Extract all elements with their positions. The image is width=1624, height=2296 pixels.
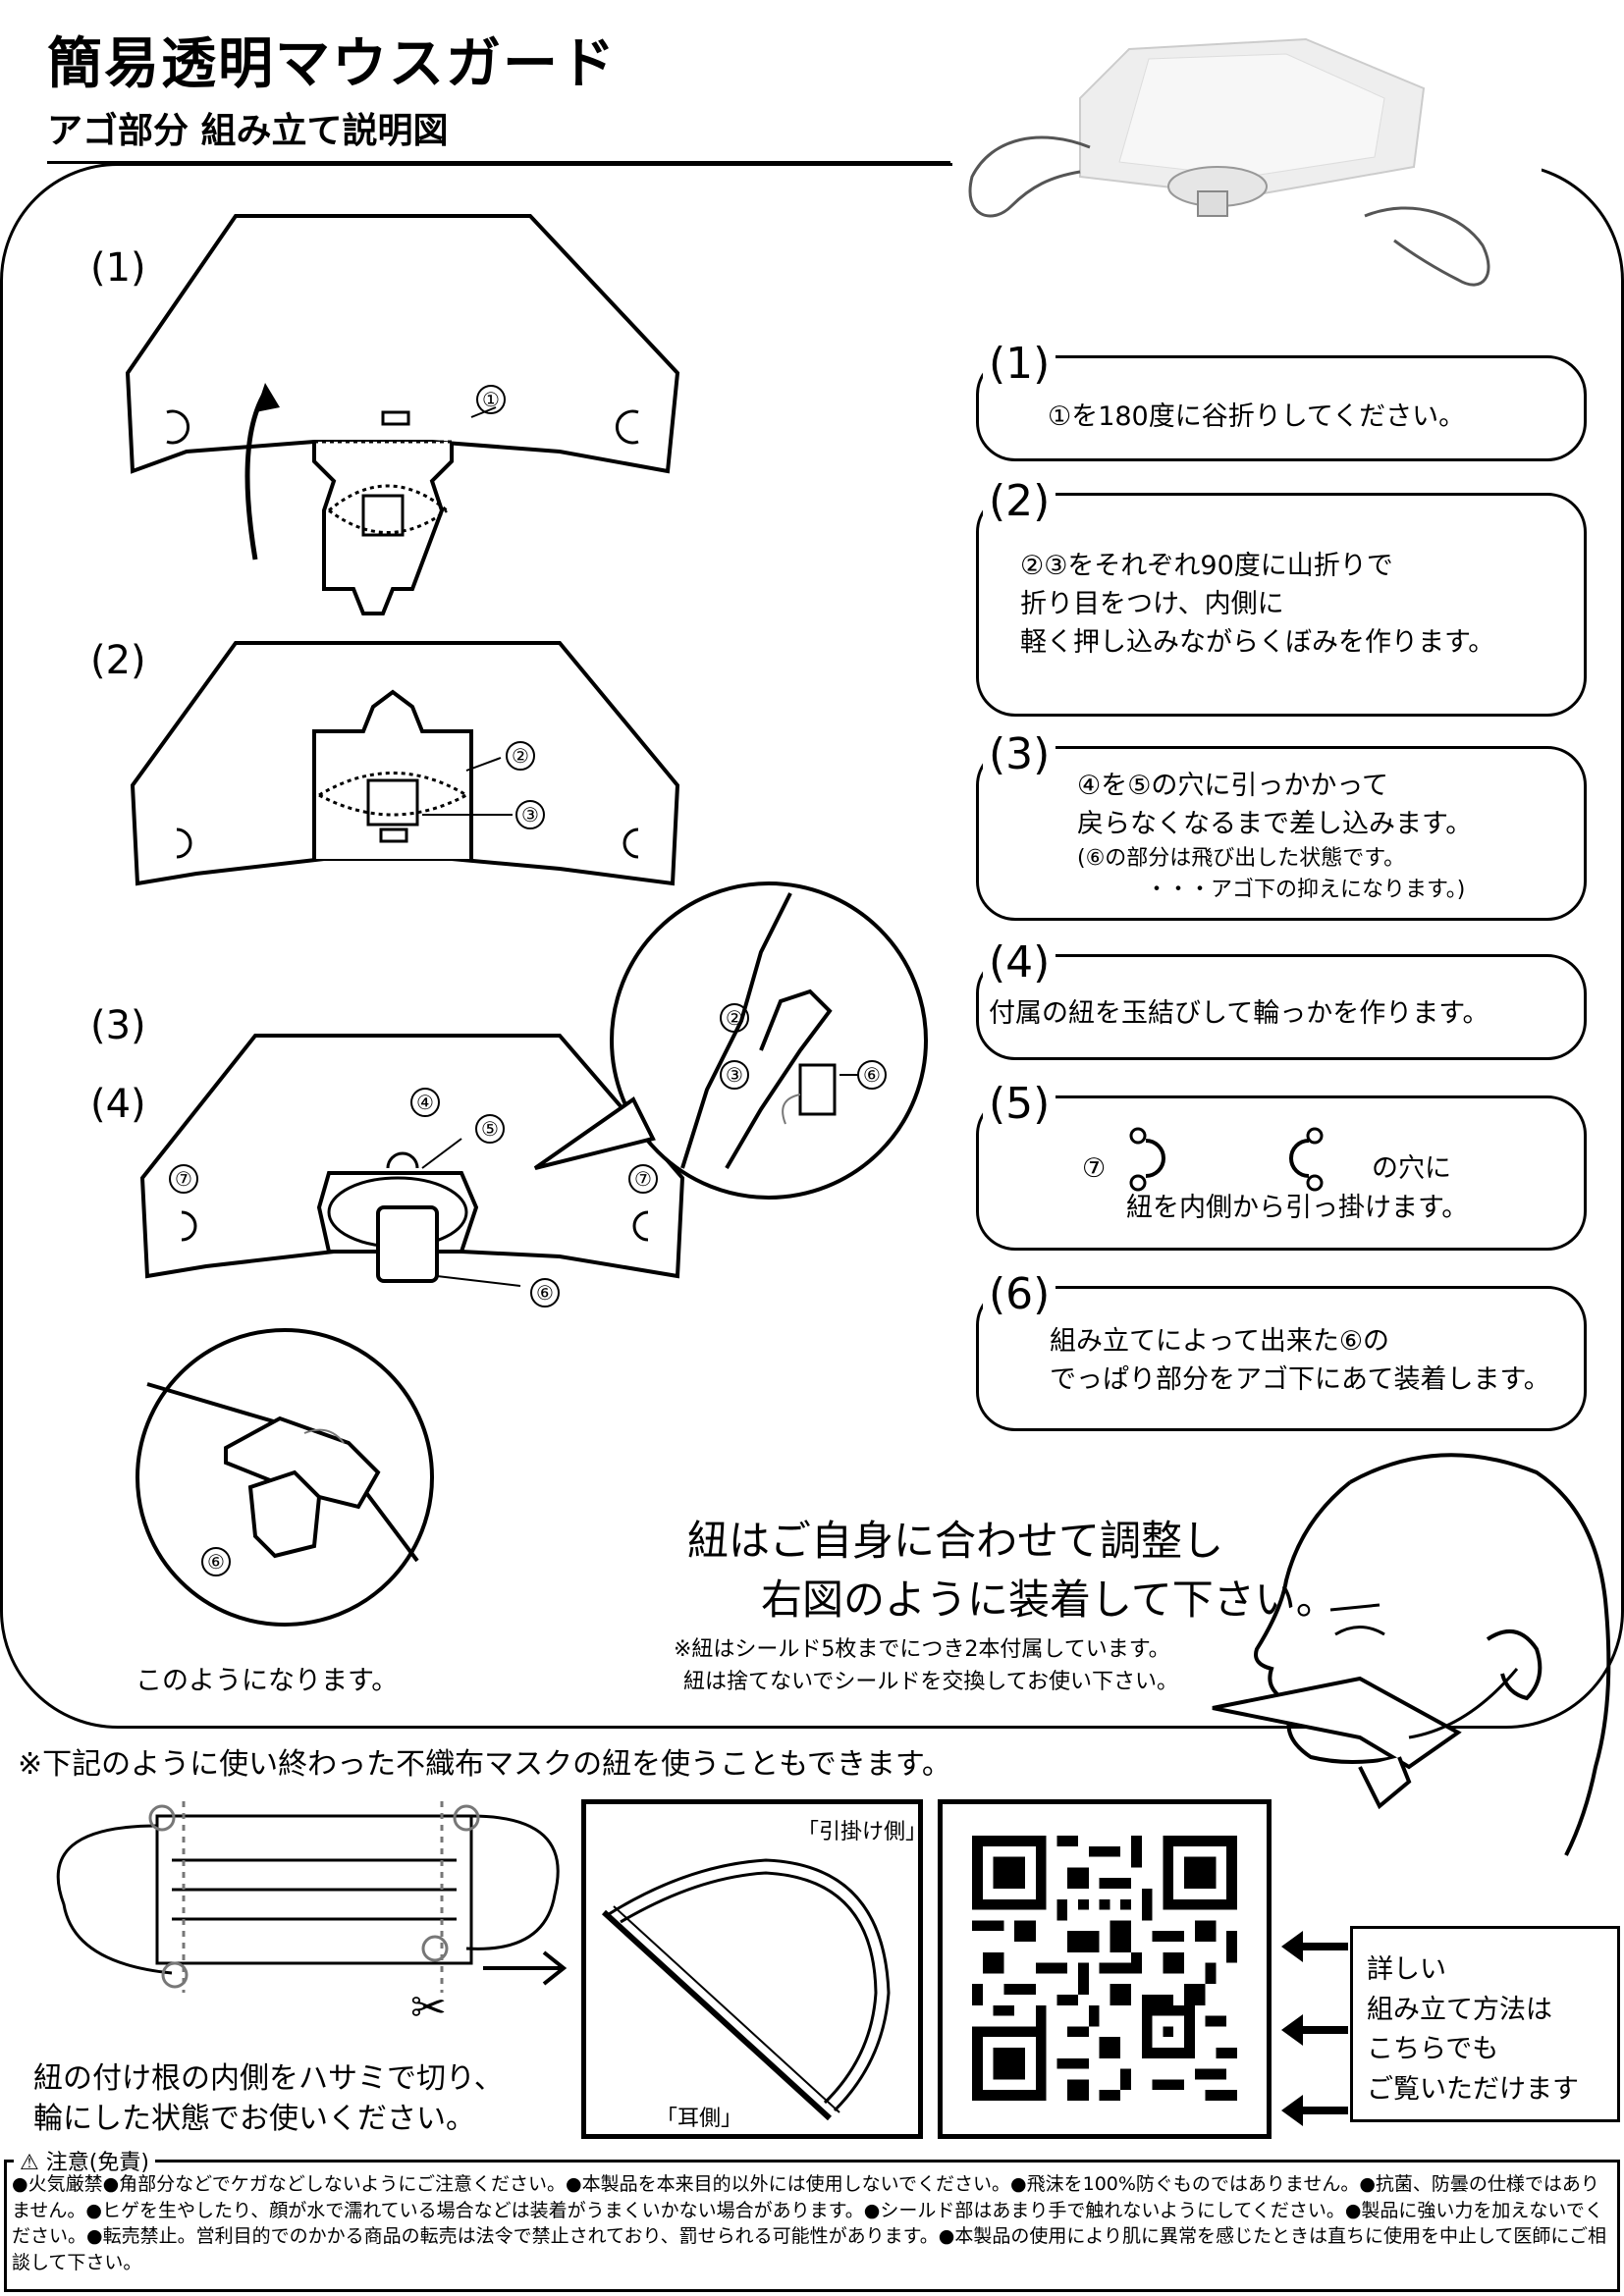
main-frame — [0, 163, 1624, 1729]
fig3-callout-7-left: ⑦ — [169, 1164, 198, 1194]
zoom-callout-6: ⑥ — [857, 1060, 887, 1090]
disclaimer-text: ●火気厳禁●角部分などでケガなどしないようにご注意ください。●本製品を本来目的以… — [12, 2173, 1607, 2273]
arrow-left-icon-3 — [1281, 2095, 1348, 2126]
fig2-shield-folded — [130, 641, 680, 886]
instruction-box-6: (6) 組み立てによって出来た⑥の でっぱり部分をアゴ下にあて装着します。 — [976, 1273, 1587, 1431]
arrow-left-icon-2 — [1281, 2014, 1348, 2046]
fig3-callout-5: ⑤ — [475, 1114, 505, 1144]
mask-instruction-line1: 紐の付け根の内側をハサミで切り、 — [33, 2061, 504, 2096]
fig-label-step2: (2) — [90, 638, 146, 683]
instruction-box-5: (5) ⑦ の穴に 紐を内側から引っ掛けます。 — [976, 1083, 1587, 1251]
fig3-assembled — [139, 1034, 685, 1287]
arrow-left-icon-1 — [1281, 1931, 1348, 1962]
qr-code[interactable] — [967, 1836, 1242, 2101]
instruction-box-1: (1) ①を180度に谷折りしてください。 — [976, 343, 1587, 461]
string-note-1: ※紐はシールド5枚までにつき2本付属しています。 — [674, 1637, 1170, 1662]
fig3-callout-7-right: ⑦ — [628, 1164, 658, 1194]
adjust-message-line2: 右図のように装着して下さい。 — [761, 1575, 1337, 1624]
page-subtitle: アゴ部分 組み立て説明図 — [47, 111, 449, 151]
page-title: 簡易透明マウスガード — [47, 32, 617, 96]
arrow-right-icon — [483, 1950, 568, 1986]
fig3-callout-4: ④ — [410, 1088, 440, 1117]
hook-left-icon — [1289, 1127, 1324, 1192]
loop-diagram-box — [581, 1799, 923, 2139]
disclaimer-box — [4, 2160, 1620, 2292]
info-box: 詳しい 組み立て方法は こちらでも ご覧いただけます — [1350, 1926, 1620, 2122]
mask-note: ※下記のように使い終わった不織布マスクの紐を使うこともできます。 — [18, 1747, 951, 1782]
product-illustration — [968, 37, 1490, 287]
zoom-callout-2: ② — [720, 1003, 749, 1033]
fig3-callout-6: ⑥ — [530, 1278, 560, 1308]
instruction-box-3: (3) ④を⑤の穴に引っかかって 戻らなくなるまで差し込みます。 (⑥の部分は飛… — [976, 733, 1587, 921]
fig-label-step4: (4) — [90, 1082, 146, 1127]
mask-instruction-line2: 輪にした状態でお使いください。 — [33, 2102, 475, 2136]
face-illustration — [1212, 1453, 1611, 1856]
zoom-bubble — [533, 881, 928, 1200]
title-rule — [47, 161, 950, 164]
warning-icon: ⚠ — [20, 2151, 39, 2175]
label-ear-side: 「耳側」 — [656, 2107, 743, 2131]
string-note-2: 紐は捨てないでシールドを交換してお使い下さい。 — [683, 1670, 1179, 1694]
fig1-callout-1: ① — [476, 385, 506, 414]
mask-illustration — [56, 1801, 560, 1993]
fig-label-step3: (3) — [90, 1003, 146, 1048]
closeup-callout-6: ⑥ — [201, 1547, 231, 1576]
zoom-callout-3: ③ — [720, 1060, 749, 1090]
scissors-icon: ✂ — [410, 1983, 447, 2033]
fig-label-step1: (1) — [90, 245, 146, 291]
loop-diagram — [601, 1858, 891, 2121]
fig1-shield-flat — [125, 214, 680, 615]
instruction-box-4: (4) 付属の紐を玉結びして輪っかを作ります。 — [976, 941, 1587, 1060]
adjust-message-line1: 紐はご自身に合わせて調整し — [687, 1517, 1224, 1565]
fig2-callout-2: ② — [506, 741, 535, 771]
hook-right-icon — [1129, 1127, 1165, 1192]
label-hook-side: 「引掛け側」 — [797, 1820, 928, 1844]
fig2-callout-3: ③ — [515, 800, 545, 829]
disclaimer-heading: ⚠ 注意(免責) — [14, 2145, 155, 2176]
closeup-circle — [135, 1328, 434, 1627]
closeup-caption: このようになります。 — [135, 1666, 399, 1696]
instruction-box-2: (2) ②③をそれぞれ90度に山折りで 折り目をつけ、内側に 軽く押し込みながら… — [976, 480, 1587, 717]
